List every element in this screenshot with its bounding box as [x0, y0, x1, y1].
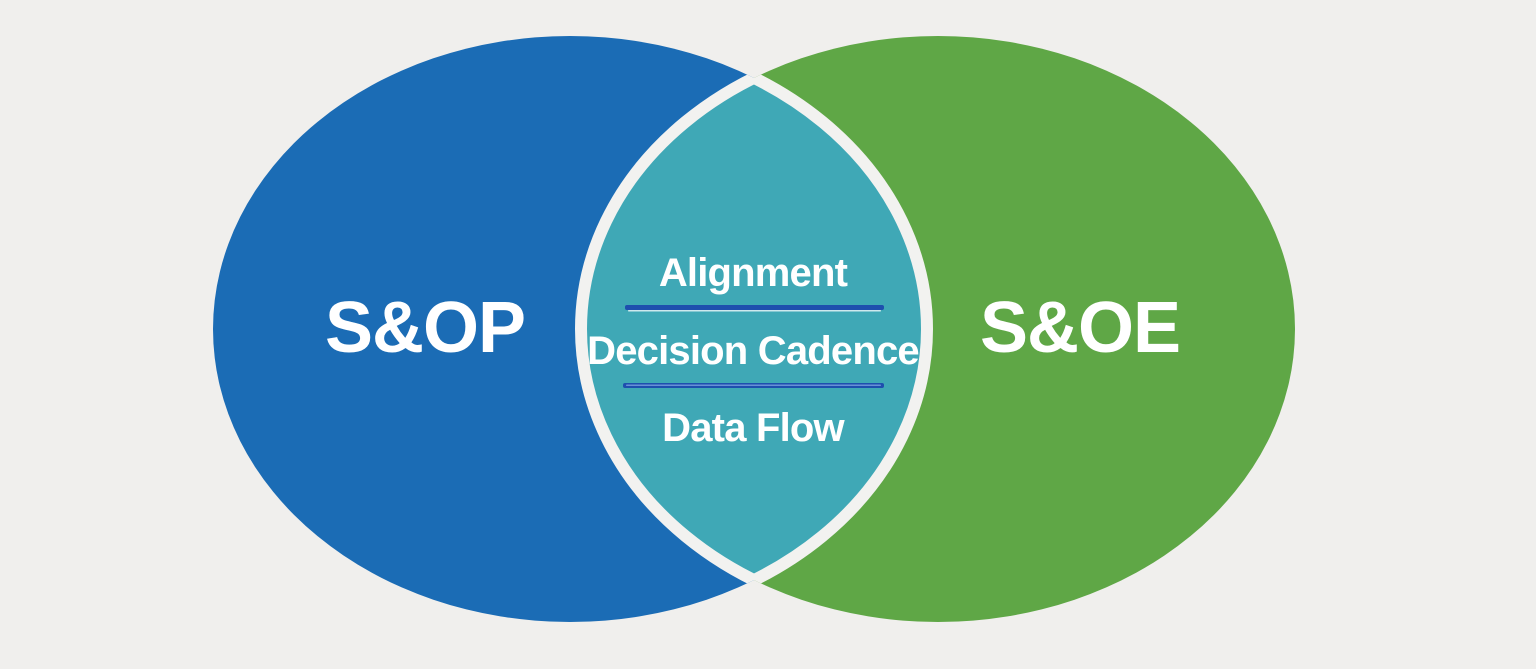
overlap-item-decision-cadence: Decision Cadence: [587, 329, 919, 373]
overlap-region: [575, 36, 927, 622]
overlap-item-data-flow: Data Flow: [662, 406, 845, 450]
overlap-item-alignment: Alignment: [659, 251, 848, 295]
divider-line: [625, 305, 884, 310]
divider-line-highlight: [626, 384, 881, 386]
right-circle-label: S&OE: [980, 288, 1180, 368]
divider-line-highlight: [628, 310, 881, 312]
overlap-outline: [581, 36, 933, 622]
left-circle-label: S&OP: [325, 288, 525, 368]
